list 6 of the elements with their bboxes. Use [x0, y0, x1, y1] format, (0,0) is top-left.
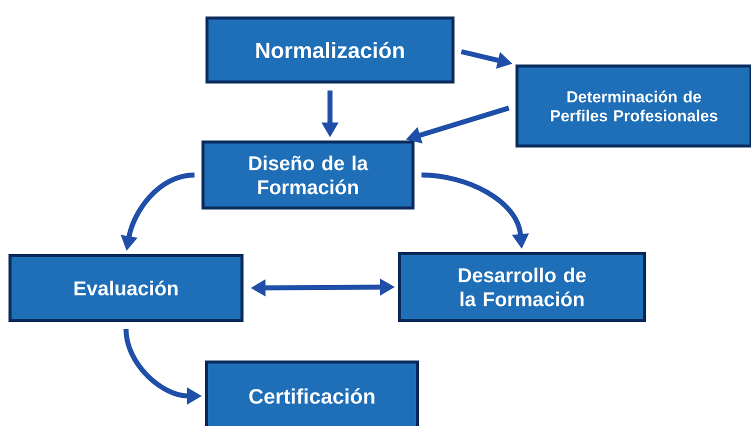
process-box: Normalización — [206, 16, 454, 84]
process-box: Certificación — [205, 360, 419, 426]
process-box: Evaluación — [8, 254, 244, 322]
process-box: Determinación de Perfiles Profesionales — [516, 64, 751, 148]
process-box: Desarrollo de la Formación — [398, 252, 646, 322]
process-box: Diseño de la Formación — [202, 140, 414, 210]
